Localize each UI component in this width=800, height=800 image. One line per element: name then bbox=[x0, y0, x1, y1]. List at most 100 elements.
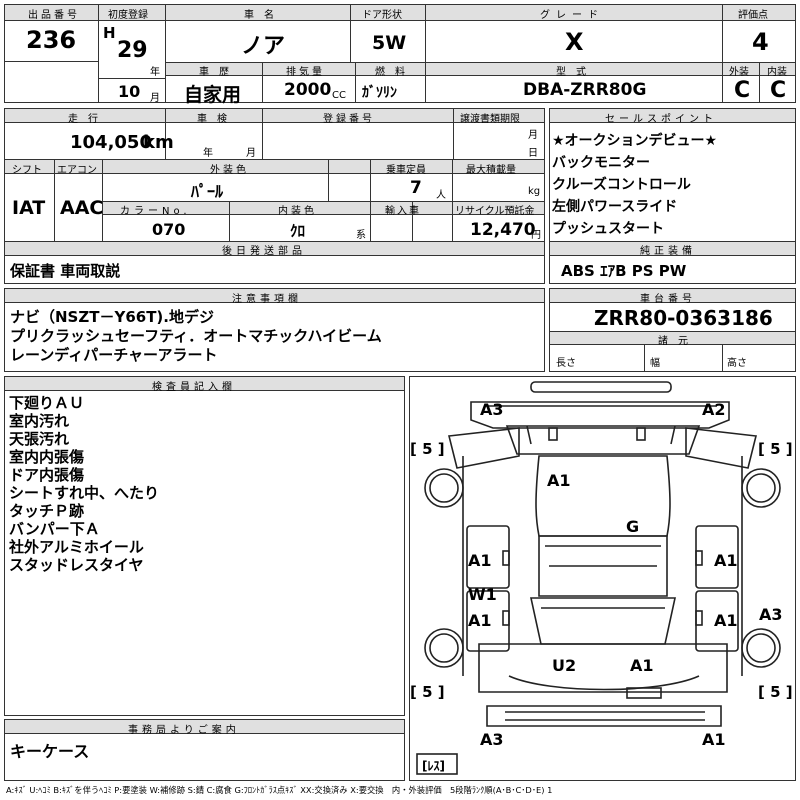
cc-unit: CC bbox=[332, 90, 346, 101]
divider bbox=[355, 62, 356, 102]
specs-label: 諸 元 bbox=[658, 336, 688, 347]
divider bbox=[262, 62, 263, 102]
details-label-row-4 bbox=[5, 241, 544, 256]
damage-code: A1 bbox=[714, 551, 738, 570]
details-label-row-3 bbox=[102, 201, 544, 215]
divider bbox=[262, 109, 263, 159]
legend: A:ｷｽﾞ U:ﾍｺﾐ B:ｷｽﾞを伴うﾍｺﾐ P:要塗装 W:補修跡 S:錆 … bbox=[6, 785, 553, 795]
history: 自家用 bbox=[184, 84, 242, 106]
door-label: ドア形状 bbox=[362, 10, 402, 21]
divider bbox=[425, 5, 426, 102]
sales-label: セールスポイント bbox=[605, 114, 717, 125]
inspector-line: 社外アルミホイール bbox=[9, 538, 144, 556]
divider bbox=[5, 61, 98, 62]
reg-year: 29 bbox=[117, 38, 148, 63]
sales-label-bg bbox=[550, 109, 795, 123]
notes-label: 注意事項欄 bbox=[232, 294, 302, 305]
divider bbox=[165, 109, 166, 159]
transfer-label: 譲渡書類期限 bbox=[460, 114, 520, 125]
later-parts: 保証書 車両取説 bbox=[10, 262, 121, 280]
capacity-unit: 人 bbox=[436, 190, 446, 201]
divider bbox=[54, 160, 55, 241]
month-unit: 月 bbox=[150, 93, 160, 104]
details-label-row-2 bbox=[5, 159, 544, 174]
equip-label: 純正装備 bbox=[640, 246, 696, 257]
notes-label-bg bbox=[5, 289, 544, 303]
mileage: 104,050 bbox=[70, 132, 152, 153]
divider bbox=[98, 5, 99, 102]
divider bbox=[165, 5, 166, 102]
height-label: 高さ bbox=[727, 358, 747, 369]
divider bbox=[229, 201, 230, 241]
recycle-fee: 12,470 bbox=[470, 220, 536, 240]
divider bbox=[370, 160, 371, 241]
lot-number: 236 bbox=[26, 26, 77, 54]
inspector-lines: 下廻りＡＵ 室内汚れ 天張汚れ 室内内張傷 ドア内張傷 シートすれ中、へたり タ… bbox=[9, 394, 159, 574]
tire-depth: [ 5 ] bbox=[758, 440, 793, 458]
sales-point: 左側パワースライド bbox=[552, 199, 678, 215]
chassis-label: 車台番号 bbox=[640, 294, 696, 305]
damage-code: U2 bbox=[552, 656, 577, 675]
divider bbox=[453, 109, 454, 159]
damage-code: A3 bbox=[480, 730, 504, 749]
inspector-line: スタッドレスタイヤ bbox=[9, 556, 144, 574]
sales-point: プッシュスタート bbox=[552, 221, 664, 237]
divider bbox=[350, 5, 351, 62]
inspector-label-bg bbox=[5, 377, 404, 391]
header-label-row bbox=[5, 5, 795, 21]
intcolor-unit: 系 bbox=[356, 230, 366, 241]
inspector-line: 室内汚れ bbox=[9, 412, 70, 430]
width-label: 幅 bbox=[650, 358, 660, 369]
divider bbox=[328, 160, 329, 201]
divider bbox=[99, 78, 165, 79]
intcolor-label: 内装色 bbox=[278, 206, 317, 217]
tire-depth: [ 5 ] bbox=[410, 440, 445, 458]
details-label-row bbox=[5, 109, 544, 123]
note-line: ナビ（NSZT－Y66T).地デジ bbox=[10, 308, 214, 326]
score: 4 bbox=[752, 28, 769, 56]
chassis-number: ZRR80-0363186 bbox=[594, 306, 773, 330]
damage-code: W1 bbox=[468, 585, 497, 604]
sales-points: ★オークションデビュー★ バックモニター クルーズコントロール 左側パワースライ… bbox=[552, 130, 717, 240]
inspector-line: ドア内張傷 bbox=[9, 466, 85, 484]
color-label: 外装色 bbox=[210, 165, 249, 176]
fuel: ｶﾞｿﾘﾝ bbox=[362, 85, 397, 101]
grade: X bbox=[565, 28, 584, 56]
inspection-label: 車 検 bbox=[197, 114, 227, 125]
damage-code: G bbox=[626, 517, 640, 536]
grade-label: グレード bbox=[540, 10, 604, 21]
reg-month: 10 bbox=[118, 82, 141, 101]
length-label: 長さ bbox=[556, 358, 576, 369]
km-unit: km bbox=[143, 132, 174, 153]
office-label-bg bbox=[5, 720, 404, 734]
header-label-row-3 bbox=[722, 62, 795, 76]
mileage-label: 走 行 bbox=[68, 114, 98, 125]
sales-point: バックモニター bbox=[552, 155, 650, 171]
shift: IAT bbox=[12, 197, 46, 219]
inspector-label: 検査員記入欄 bbox=[152, 382, 236, 393]
model-label: 型 式 bbox=[556, 67, 586, 78]
header-label-row-2 bbox=[165, 62, 722, 76]
inspection-month-unit: 月 bbox=[246, 148, 256, 159]
history-label: 車 歴 bbox=[199, 67, 229, 78]
lot-label: 出品番号 bbox=[28, 10, 80, 21]
tire-depth: [ 5 ] bbox=[410, 683, 445, 701]
inspector-line: 天張汚れ bbox=[9, 430, 70, 448]
damage-code: A3 bbox=[759, 605, 783, 624]
divider bbox=[722, 345, 723, 371]
inspector-line: タッチＰ跡 bbox=[9, 502, 85, 520]
divider bbox=[412, 201, 413, 241]
damage-code: A1 bbox=[714, 611, 738, 630]
damage-code: A3 bbox=[480, 400, 504, 419]
divider bbox=[102, 160, 103, 241]
shift-label: シフト bbox=[12, 165, 42, 176]
color-number: 070 bbox=[152, 220, 186, 239]
specs-label-bg bbox=[550, 331, 795, 345]
ext-label: 外装 bbox=[729, 67, 749, 78]
note-line: プリクラッシュセーフティ．オートマチックハイビーム bbox=[10, 327, 382, 345]
damage-code: A1 bbox=[468, 611, 492, 630]
interior-color: ｸﾛ bbox=[290, 222, 306, 240]
plate-label: 登録番号 bbox=[323, 114, 375, 125]
aircon: AAC bbox=[60, 197, 104, 219]
car-diagram bbox=[416, 381, 781, 775]
